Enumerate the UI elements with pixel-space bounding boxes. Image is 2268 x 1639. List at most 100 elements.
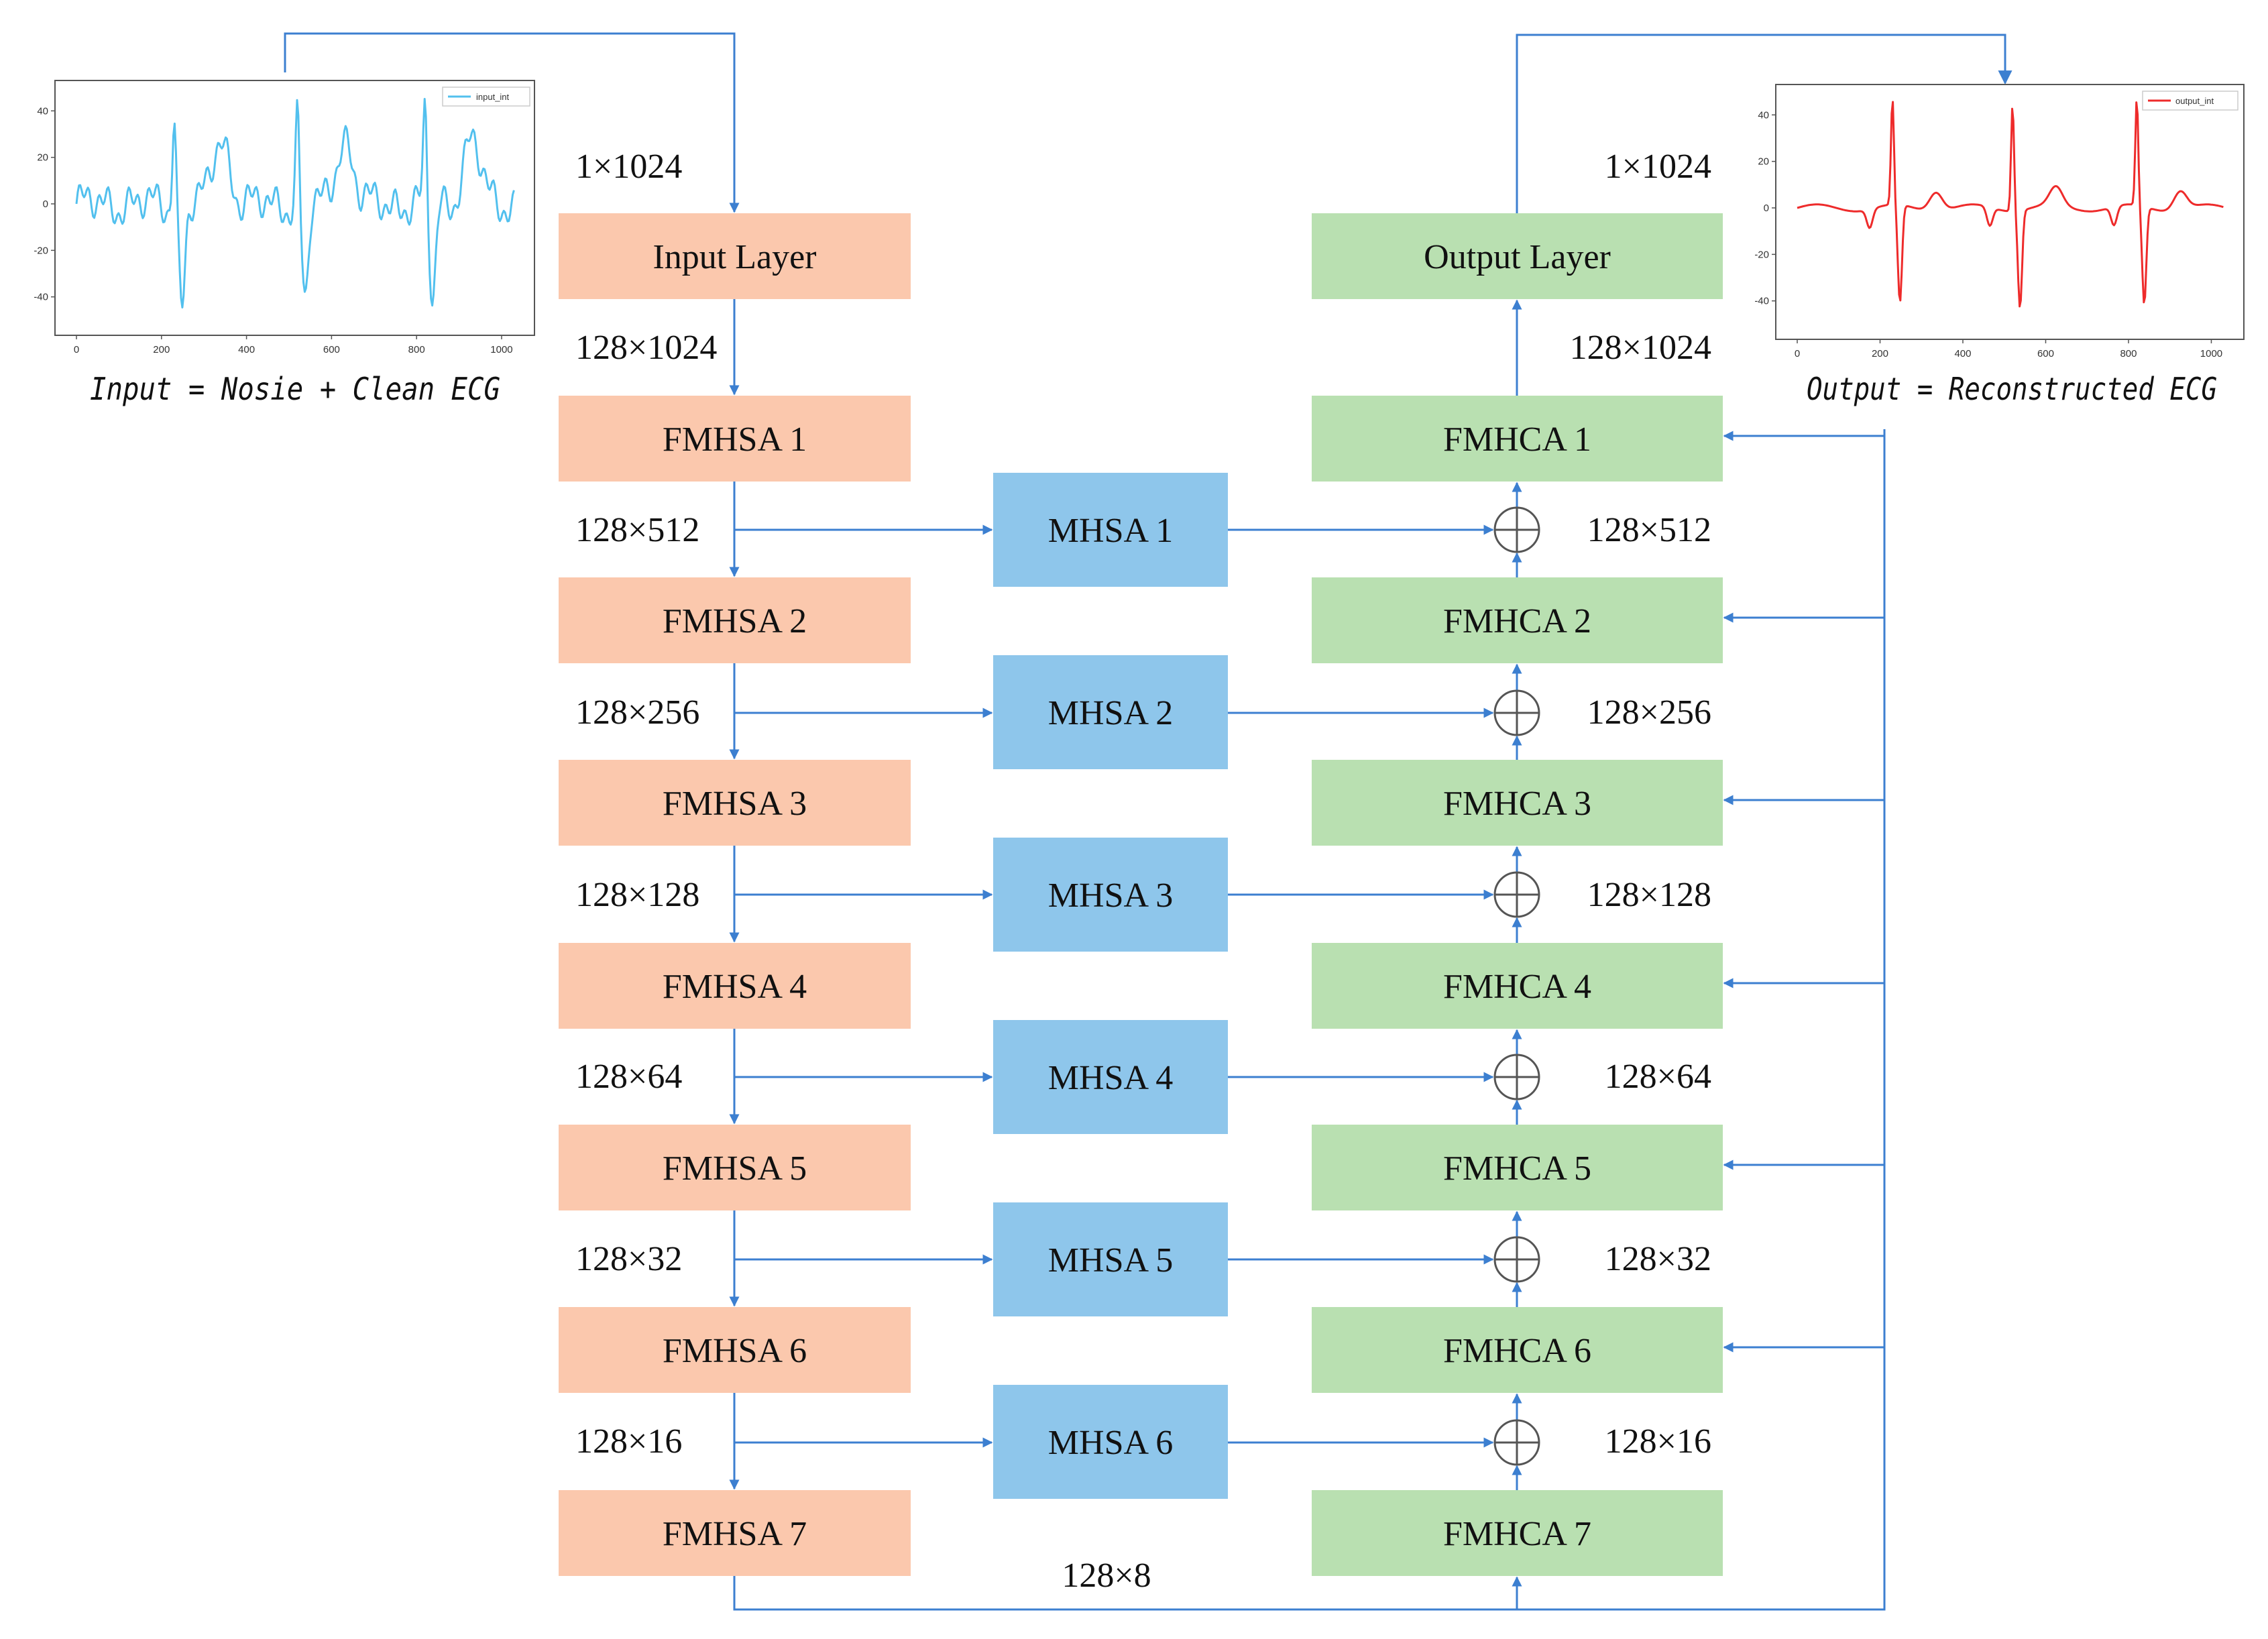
fmhsa-4-box: FMHSA 4 [559,943,911,1029]
fmhca-3-box: FMHCA 3 [1312,760,1723,846]
fmhsa-2-box-rect [559,577,911,663]
decoder-dim-label: 128×64 [1605,1058,1711,1096]
fmhsa-6-box-label: FMHSA 6 [663,1332,807,1370]
mhsa-2-box-label: MHSA 2 [1048,694,1173,732]
encoder-dim-label: 128×16 [575,1422,682,1461]
add-node [1493,1054,1540,1100]
y-tick-label: -20 [34,245,48,256]
mhsa-1-box: MHSA 1 [993,473,1228,587]
output-legend-label: output_int [2175,96,2214,106]
fmhsa-1-box-label: FMHSA 1 [663,420,807,459]
fmhsa-4-box-label: FMHSA 4 [663,968,807,1006]
fmhca-6-box-rect [1312,1307,1723,1393]
x-tick-label: 400 [238,344,255,355]
x-tick-label: 0 [74,344,79,355]
y-tick-label: 40 [1758,109,1769,121]
fmhca-5-box-rect [1312,1125,1723,1210]
mhsa-4-box-label: MHSA 4 [1048,1059,1173,1097]
encoder-dim-label: 128×512 [575,511,699,549]
input-layer-box-label: Input Layer [653,238,816,276]
fmhca-3-box-rect [1312,760,1723,846]
output-y-axis: 40 20 0 -20 -40 [1754,109,1776,307]
encoder-dim-label: 1×1024 [575,148,682,186]
fmhca-4-box-rect [1312,943,1723,1029]
fmhca-2-box-label: FMHCA 2 [1443,602,1591,640]
output-layer-box-rect [1312,213,1723,299]
y-tick-label: 40 [37,105,48,117]
input-legend-label: input_int [476,92,510,102]
y-tick-label: 20 [1758,156,1769,168]
fmhsa-7-box-rect [559,1490,911,1576]
fmhsa-1-box: FMHSA 1 [559,396,911,482]
x-tick-label: 600 [323,344,340,355]
x-tick-label: 0 [1795,348,1800,359]
fmhsa-5-box: FMHSA 5 [559,1125,911,1210]
fmhca-2-box-rect [1312,577,1723,663]
add-node [1493,1419,1540,1466]
y-tick-label: 0 [43,199,48,210]
add-node [1493,689,1540,736]
mhsa-5-box: MHSA 5 [993,1202,1228,1316]
fmhsa-4-box-rect [559,943,911,1029]
fmhca-2-box: FMHCA 2 [1312,577,1723,663]
fmhsa-6-box-rect [559,1307,911,1393]
mhsa-4-box-rect [993,1020,1228,1134]
mhsa-3-box: MHSA 3 [993,838,1228,952]
addition-nodes [1493,506,1540,1466]
output-layer-box-label: Output Layer [1424,238,1611,276]
connector-lines [284,32,2012,1611]
x-tick-label: 400 [1954,348,1971,359]
input-caption: Input = Nosie + Clean ECG [90,371,500,407]
encoder-dim-label: 128×128 [575,876,699,914]
mhsa-6-box-rect [993,1385,1228,1499]
fmhsa-2-box: FMHSA 2 [559,577,911,663]
x-tick-label: 1000 [490,344,512,355]
encoder-dim-label: 128×32 [575,1240,682,1278]
fmhsa-6-box: FMHSA 6 [559,1307,911,1393]
fmhca-3-box-label: FMHCA 3 [1443,785,1591,823]
mhsa-1-box-label: MHSA 1 [1048,512,1173,550]
x-tick-label: 800 [408,344,425,355]
fmhca-5-box: FMHCA 5 [1312,1125,1723,1210]
fmhca-1-box: FMHCA 1 [1312,396,1723,482]
encoder-dim-label: 128×256 [575,693,699,732]
mhsa-6-box-label: MHSA 6 [1048,1424,1173,1462]
mhsa-1-box-rect [993,473,1228,587]
input-layer-box-rect [559,213,911,299]
y-tick-label: -20 [1754,249,1769,260]
output-signal-line [1797,101,2224,308]
output-plot-frame [1775,84,2245,340]
fmhsa-1-box-rect [559,396,911,482]
mhsa-4-box: MHSA 4 [993,1020,1228,1134]
output-caption: Output = Reconstructed ECG [1807,371,2217,407]
fmhca-7-box-rect [1312,1490,1723,1576]
mhsa-5-box-rect [993,1202,1228,1316]
y-tick-label: 0 [1764,203,1769,214]
add-node [1493,871,1540,918]
fmhca-4-box-label: FMHCA 4 [1443,968,1591,1006]
output-to-panel-arrow [1516,34,2012,213]
x-tick-label: 1000 [2200,348,2222,359]
fmhsa-3-box: FMHSA 3 [559,760,911,846]
encoder-dim-label: 128×64 [575,1058,682,1096]
y-tick-label: -40 [1754,296,1769,307]
bottom-bridge-line [733,429,1886,1611]
fmhca-7-box-label: FMHCA 7 [1443,1515,1591,1553]
fmhca-6-box: FMHCA 6 [1312,1307,1723,1393]
decoder-dim-label: 128×128 [1587,876,1711,914]
add-node [1493,506,1540,553]
encoder-dim-label: 128×1024 [575,329,717,367]
bottleneck-column: MHSA 1 MHSA 2 MHSA 3 MHSA 4 MHSA 5 MHSA 6 [993,473,1228,1499]
mhsa-3-box-label: MHSA 3 [1048,877,1173,915]
decoder-dim-label: 128×1024 [1570,329,1711,367]
mhsa-2-box: MHSA 2 [993,655,1228,769]
decoder-dim-label: 128×512 [1587,511,1711,549]
mhsa-3-box-rect [993,838,1228,952]
output-layer-box: Output Layer [1312,213,1723,299]
decoder-dim-label: 1×1024 [1605,148,1711,186]
